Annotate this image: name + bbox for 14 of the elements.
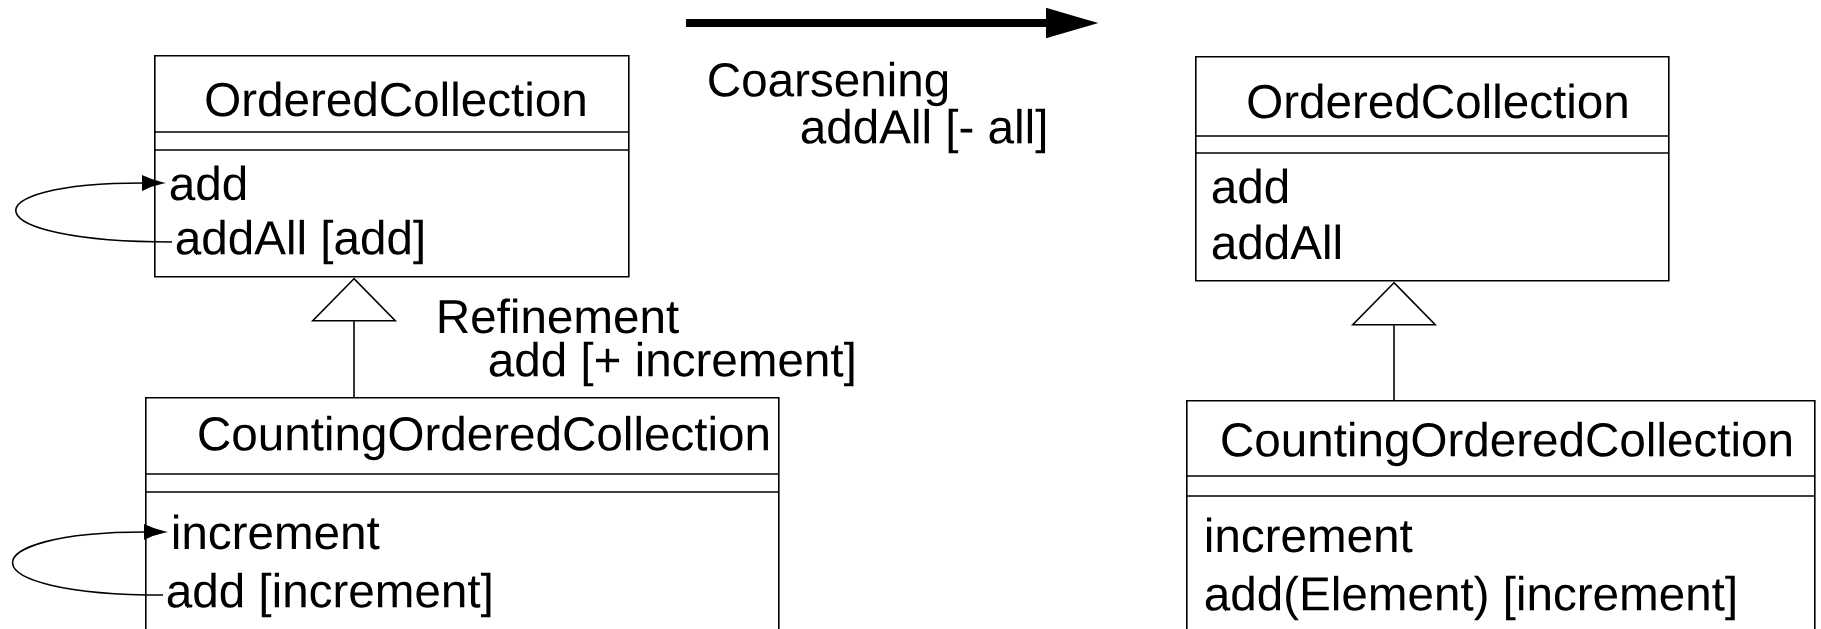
annotation-text: Coarsening bbox=[709, 61, 948, 107]
method-text: add bbox=[170, 165, 246, 201]
method-text: add(Element) [increment] bbox=[1205, 575, 1735, 621]
annotation-text: add [+ increment] bbox=[489, 341, 854, 387]
method-text: increment bbox=[174, 514, 380, 550]
method-text: addAll bbox=[1212, 224, 1340, 260]
self-call-arrow bbox=[11, 524, 166, 596]
method-text: addAll [add] bbox=[176, 219, 423, 265]
method-text: add [increment] bbox=[167, 572, 491, 618]
method-text: increment bbox=[1207, 517, 1413, 553]
self-call-arrow bbox=[15, 175, 173, 243]
annotation-text: Refinement bbox=[439, 298, 679, 334]
annotation-text: addAll [- all] bbox=[801, 108, 1046, 154]
method-text: add bbox=[1212, 168, 1288, 204]
